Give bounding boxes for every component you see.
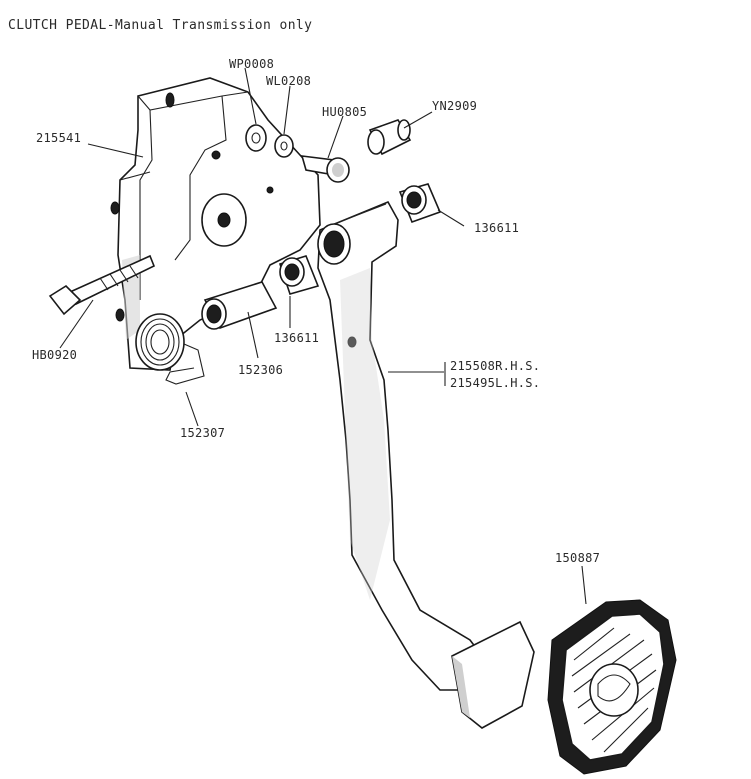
label-yn2909: YN2909 bbox=[432, 99, 477, 113]
bush-upper bbox=[398, 183, 442, 224]
label-136611-lower: 136611 bbox=[274, 331, 319, 345]
return-spring bbox=[135, 313, 205, 385]
pivot-bolt bbox=[300, 155, 350, 183]
label-136611-upper: 136611 bbox=[474, 221, 519, 235]
label-wl0208: WL0208 bbox=[266, 74, 311, 88]
label-152307: 152307 bbox=[180, 426, 225, 440]
pedal-box-bracket bbox=[110, 77, 321, 371]
label-215541: 215541 bbox=[36, 131, 81, 145]
label-215495: 215495L.H.S. bbox=[450, 376, 540, 390]
leader-lines bbox=[59, 67, 587, 605]
spacer-tube bbox=[201, 281, 278, 330]
label-hu0805: HU0805 bbox=[322, 105, 367, 119]
label-152306: 152306 bbox=[238, 363, 283, 377]
label-215508: 215508R.H.S. bbox=[450, 359, 540, 373]
label-hb0920: HB0920 bbox=[32, 348, 77, 362]
label-150887: 150887 bbox=[555, 551, 600, 565]
pedal-rubber bbox=[547, 599, 677, 775]
nyloc-nut bbox=[367, 119, 412, 156]
pedal-lever bbox=[317, 200, 535, 729]
label-wp0008: WP0008 bbox=[229, 57, 274, 71]
diagram-title: CLUTCH PEDAL-Manual Transmission only bbox=[8, 18, 312, 33]
bush-lower bbox=[278, 255, 320, 295]
lock-washer bbox=[274, 134, 294, 158]
long-bolt bbox=[48, 254, 156, 316]
flat-washer bbox=[245, 124, 267, 152]
